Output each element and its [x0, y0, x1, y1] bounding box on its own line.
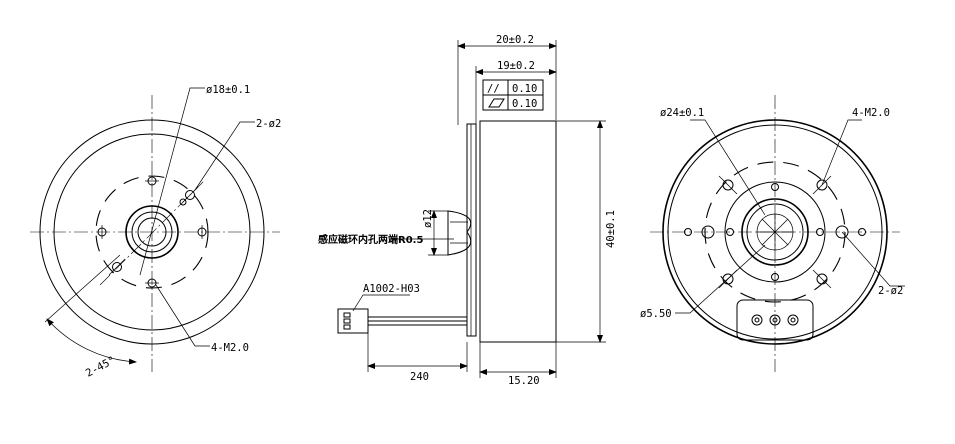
right-dim-threads: 4-M2.0 [852, 107, 890, 119]
right-dim-bolt-circle: ø24±0.1 [660, 107, 704, 119]
left-view: ø18±0.1 2-ø2 4-M2.0 2-45° [30, 84, 281, 380]
left-dim-threads: 4-M2.0 [211, 342, 249, 354]
left-dim-angle: 2-45° [84, 354, 118, 379]
tol-flatness-value: 0.10 [512, 98, 537, 110]
side-view: A1002-H03 20±0.2 19±0.2 // 0.10 0.10 40±… [318, 34, 617, 387]
dim-body-length: 19±0.2 [497, 60, 535, 72]
dim-height: 40±0.1 [605, 210, 617, 248]
dim-cable-length: 240 [410, 371, 429, 383]
right-holes [684, 175, 866, 289]
tol-parallel-value: 0.10 [512, 83, 537, 95]
dim-total-length: 20±0.2 [496, 34, 534, 46]
right-connector-tab [736, 299, 814, 341]
left-dim-holes-2: 2-ø2 [256, 118, 281, 130]
right-shaft-spokes [757, 214, 793, 250]
note-magnet-ring-radius: 感应磁环内孔两端R0.5 [318, 233, 423, 246]
right-dim-holes-2: 2-ø2 [878, 285, 903, 297]
dim-shaft-diameter: ø12 [422, 209, 434, 228]
connector-model: A1002-H03 [363, 283, 420, 295]
right-dim-small-diameter: ø5.50 [640, 308, 672, 320]
right-view: ø24±0.1 4-M2.0 2-ø2 ø5.50 [640, 95, 905, 372]
left-dim-center-hole: ø18±0.1 [206, 84, 250, 96]
dim-offset: 15.20 [508, 375, 540, 387]
tol-parallel-symbol: // [487, 83, 500, 95]
tolerance-frames: // 0.10 0.10 [482, 79, 544, 111]
